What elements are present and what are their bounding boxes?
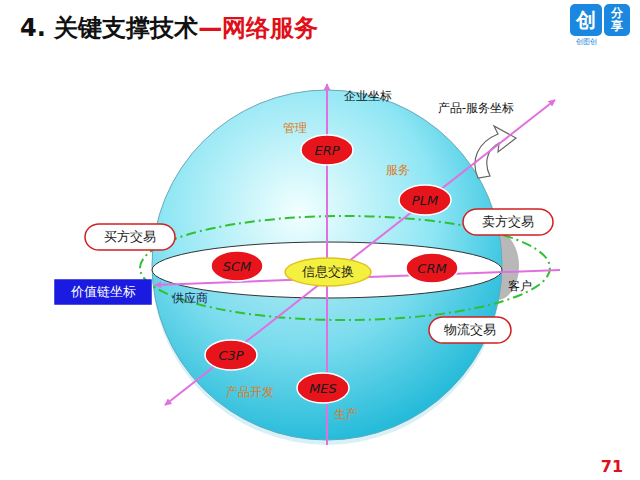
system-ellipse: ERP [300, 134, 354, 166]
value-chain-label: 客户 [508, 278, 532, 295]
node-shape [55, 280, 151, 304]
product-service-axis [165, 100, 555, 405]
page-number: 71 [601, 457, 623, 476]
logo-caption: 创图创 [576, 37, 597, 47]
transaction-box: 物流交易 [428, 316, 512, 344]
node-text: 物流交易 [444, 321, 496, 339]
node-text: MES [309, 381, 337, 396]
slide-title: 4. 关键支撑技术 [20, 12, 198, 44]
node-shape [211, 251, 263, 281]
dimension-label: 生产 [334, 406, 358, 423]
dimension-label: 产品开发 [226, 384, 274, 401]
node-text: 买方交易 [104, 228, 156, 246]
axis-label-box: 价值链坐标 [54, 279, 152, 305]
node-text: C3P [218, 348, 243, 363]
node-shape [85, 224, 175, 250]
node-text: CRM [417, 261, 446, 276]
value-chain-label: 供应商 [172, 290, 208, 307]
node-text: 信息交换 [302, 263, 354, 281]
node-shape [429, 317, 511, 343]
node-shape [301, 135, 353, 165]
logo-mark: 创 [576, 7, 596, 34]
logo-box [604, 4, 630, 36]
system-ellipse: C3P [204, 339, 258, 371]
node-shape [205, 340, 257, 370]
dimension-label: 服务 [386, 162, 410, 179]
exchange-ellipse: 信息交换 [284, 257, 372, 287]
rotation-arrow [475, 126, 516, 178]
node-text: 价值链坐标 [71, 283, 136, 301]
node-text: PLM [412, 193, 438, 208]
logo-box [570, 4, 602, 36]
transaction-box: 卖方交易 [462, 208, 554, 236]
node-shape [285, 258, 371, 286]
title-underline [14, 55, 580, 57]
node-text: SCM [223, 259, 252, 274]
title-highlight: —网络服务 [198, 12, 318, 44]
node-text: ERP [314, 143, 339, 158]
node-shape [463, 209, 553, 235]
system-ellipse: SCM [210, 250, 264, 282]
dimension-label: 管理 [283, 120, 307, 137]
node-shape [406, 253, 458, 283]
logo-mark: 分享 [611, 7, 623, 33]
node-shape [297, 373, 349, 403]
transaction-box: 买方交易 [84, 223, 176, 251]
axis-label: 产品-服务坐标 [438, 100, 514, 117]
axis-label: 企业坐标 [344, 88, 392, 105]
system-ellipse: MES [296, 372, 350, 404]
system-ellipse: PLM [398, 184, 452, 216]
node-shape [399, 185, 451, 215]
node-text: 卖方交易 [482, 213, 534, 231]
system-ellipse: CRM [405, 252, 459, 284]
